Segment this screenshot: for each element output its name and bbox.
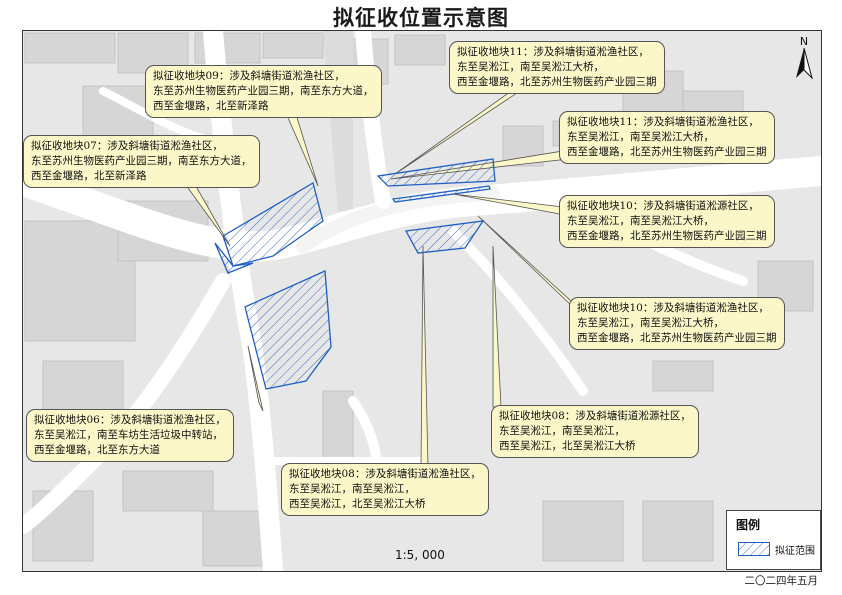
parcel-10 <box>391 185 491 203</box>
callout-line: 东至吴淞江，南至吴淞江， <box>499 425 625 437</box>
callout-line: 拟征收地块11：涉及斜塘街道淞渔社区， <box>457 46 649 58</box>
north-label: N <box>800 35 808 48</box>
callout-line: 拟征收地块10：涉及斜塘街道淞源社区， <box>567 200 759 212</box>
parcel-08 <box>404 220 485 254</box>
parcels <box>214 158 496 390</box>
callout-parcel-08-right: 拟征收地块08：涉及斜塘街道淞源社区， 东至吴淞江，南至吴淞江， 西至吴淞江，北… <box>491 405 699 458</box>
legend-label: 拟征范围 <box>775 546 815 557</box>
scale-text: 1:5, 000 <box>395 548 445 562</box>
callout-line: 拟征收地块10：涉及斜塘街道淞渔社区， <box>577 302 769 314</box>
callout-line: 拟征收地块09：涉及斜塘街道淞渔社区， <box>153 70 345 82</box>
callout-line: 拟征收地块06：涉及斜塘街道淞渔社区， <box>34 414 226 426</box>
callout-line: 西至金堰路，北至苏州生物医药产业园三期 <box>567 230 767 242</box>
callout-parcel-08-center: 拟征收地块08：涉及斜塘街道淞渔社区， 东至吴淞江，南至吴淞江， 西至吴淞江，北… <box>281 463 489 516</box>
callout-parcel-10-lower: 拟征收地块10：涉及斜塘街道淞渔社区， 东至吴淞江，南至吴淞江大桥， 西至金堰路… <box>569 297 785 350</box>
callout-line: 西至金堰路，北至新泽路 <box>31 170 147 182</box>
legend: 图例 拟征范围 <box>726 510 821 570</box>
parcel-06 <box>244 270 332 390</box>
callout-line: 东至苏州生物医药产业园三期，南至东方大道， <box>31 155 252 167</box>
callout-parcel-11-lower: 拟征收地块11：涉及斜塘街道淞渔社区， 东至吴淞江，南至吴淞江大桥， 西至金堰路… <box>559 111 775 164</box>
map-frame[interactable]: 拟征收地块09：涉及斜塘街道淞渔社区， 东至苏州生物医药产业园三期，南至东方大道… <box>22 30 822 572</box>
parcel-07 <box>214 242 254 274</box>
callout-line: 拟征收地块08：涉及斜塘街道淞渔社区， <box>289 468 481 480</box>
callout-line: 西至金堰路，北至苏州生物医药产业园三期 <box>577 332 777 344</box>
callout-line: 东至吴淞江，南至吴淞江大桥， <box>567 131 714 143</box>
callout-line: 东至吴淞江，南至车坊生活垃圾中转站， <box>34 429 223 441</box>
callout-line: 西至吴淞江，北至吴淞江大桥 <box>289 498 426 510</box>
callout-line: 东至吴淞江，南至吴淞江， <box>289 483 415 495</box>
callout-line: 西至金堰路，北至苏州生物医药产业园三期 <box>567 146 767 158</box>
parcel-09 <box>222 182 324 267</box>
page-title: 拟征收位置示意图 <box>333 6 509 30</box>
legend-hatch-swatch <box>738 542 770 556</box>
callout-line: 东至吴淞江，南至吴淞江大桥， <box>457 61 604 73</box>
callout-line: 西至吴淞江，北至吴淞江大桥 <box>499 440 636 452</box>
legend-title: 图例 <box>736 518 761 532</box>
callout-line: 西至金堰路，北至苏州生物医药产业园三期 <box>457 76 657 88</box>
callout-line: 西至金堰路，北至新泽路 <box>153 100 269 112</box>
callout-line: 东至苏州生物医药产业园三期，南至东方大道， <box>153 85 374 97</box>
callout-line: 拟征收地块07：涉及斜塘街道淞渔社区， <box>31 140 223 152</box>
parcel-11 <box>376 158 496 187</box>
callout-line: 东至吴淞江，南至吴淞江大桥， <box>577 317 724 329</box>
callout-parcel-11-upper: 拟征收地块11：涉及斜塘街道淞渔社区， 东至吴淞江，南至吴淞江大桥， 西至金堰路… <box>449 41 665 94</box>
callout-parcel-09: 拟征收地块09：涉及斜塘街道淞渔社区， 东至苏州生物医药产业园三期，南至东方大道… <box>145 65 382 118</box>
callout-parcel-06: 拟征收地块06：涉及斜塘街道淞渔社区， 东至吴淞江，南至车坊生活垃圾中转站， 西… <box>26 409 234 462</box>
callout-parcel-07: 拟征收地块07：涉及斜塘街道淞渔社区， 东至苏州生物医药产业园三期，南至东方大道… <box>23 135 260 188</box>
callout-line: 拟征收地块08：涉及斜塘街道淞源社区， <box>499 410 691 422</box>
callout-line: 拟征收地块11：涉及斜塘街道淞渔社区， <box>567 116 759 128</box>
callout-line: 西至金堰路，北至东方大道 <box>34 444 160 456</box>
date-text: 二〇二四年五月 <box>744 575 819 587</box>
callout-parcel-10-upper: 拟征收地块10：涉及斜塘街道淞源社区， 东至吴淞江，南至吴淞江大桥， 西至金堰路… <box>559 195 775 248</box>
callout-line: 东至吴淞江，南至吴淞江大桥， <box>567 215 714 227</box>
north-arrow-icon: N <box>796 35 813 80</box>
